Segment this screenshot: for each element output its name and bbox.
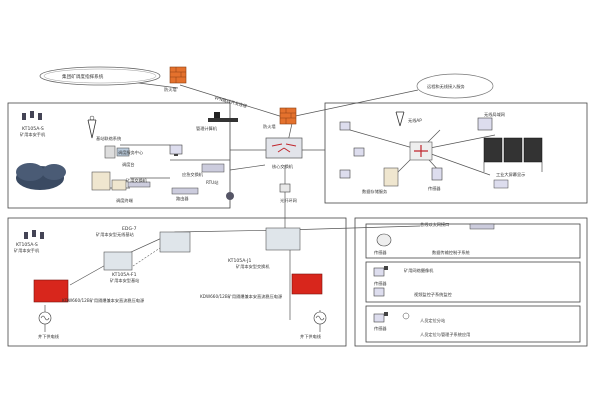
item4-sensor-icon [402,312,410,320]
remote-access-label: 远程和无线接入服务 [427,83,466,90]
item3-icon [373,287,385,297]
video-wall-icon [483,137,543,172]
lan-switch-icon [469,223,495,230]
kjd-mid-power-icon [291,273,323,295]
power-left-label: 井下供电线 [38,333,60,340]
item1-sub: 传感器 [374,249,387,256]
data-server-label: 传感器 [428,185,441,192]
kt105-bl-sub: 矿用本安手机 [14,247,40,254]
router-icon [171,187,199,195]
phone-icons-tl [22,111,42,120]
kt105-tl-label: KT105A-S [22,126,44,132]
wifi-ap-label: 无线AP [408,117,422,124]
kt105-s-label: KT105A-J1 [228,258,252,264]
firewall-top-icon [169,66,187,84]
terminal-icon [91,171,127,191]
server-rack-label: 数据存储服务 [362,188,388,195]
kt105-s-icon [265,227,301,251]
kjd-left-label: KDW660/12B矿用隔爆兼本安直流稳压电源 [62,297,145,304]
sensor-pc-icon [208,112,238,122]
dispatch-console-icon [169,144,183,156]
power-mid-icon [313,311,327,325]
upper-right-region [324,102,588,204]
wifi-ap-icon [395,111,405,127]
edge-switch-icon [127,181,151,188]
power-mid-label: 井下供电线 [300,333,322,340]
item5-label: 人员定位与管理子系统应用 [420,331,470,338]
item2-sub: 传感器 [374,280,387,287]
lr-box-1 [365,223,581,259]
rtu-main-label: RTU站 [206,179,218,186]
item4-sub: 传感器 [374,325,387,332]
edg-sub: 矿用本安型无线基站 [96,231,134,238]
router-label: 路由器 [176,195,189,202]
sensor-pc-right-icon [339,121,365,179]
wireless-ap-label: 无线局域网 [484,111,505,118]
remote-access-oval [416,73,494,99]
group-cloud [39,66,161,86]
base-station-label: 基站联络系统 [96,135,121,142]
emergency-switch-label: 应急交换机 [182,171,204,178]
lr-box-3 [365,305,581,343]
ring-net-icon [279,183,291,193]
cloud-label: 集团矿调度指挥系统 [62,73,104,80]
item1-icon [376,233,392,247]
laptop-right-icon [493,179,509,189]
firewall-mid-label: 防火墙 [263,123,276,130]
rtu-icon [226,192,234,200]
edge-switch-label: 矿用交换机 [126,177,148,184]
item4-label: 人员定位分站 [420,317,445,324]
emergency-switch-icon [201,163,225,173]
kt105-tl-sub: 矿用本安手机 [20,131,46,138]
phone-icons-bl [24,230,44,239]
terminal-label: 调度终端 [116,197,133,204]
data-server-icon [431,167,443,181]
item4-icon [373,312,388,323]
server-rack-icon [383,167,399,187]
dispatch-console-label: 调度台 [122,161,135,168]
item3-label: 视频监控子系统监控 [414,291,453,298]
sensor-pc-label: 管理计算机 [196,125,218,132]
core-switch-label: 核心交换机 [272,163,294,170]
center-router-icon [409,141,433,161]
kt105-s-sub: 矿用本安型交换机 [236,263,270,270]
kjd-mid-label: KDW660/12B矿用隔爆兼本安直流稳压电源 [200,293,283,300]
ring-net-label: 光纤环网 [280,197,297,204]
firewall-mid-icon [279,107,297,125]
kjd-left-power-icon [33,279,69,303]
item1-label: 数据传输控制子系统 [432,249,470,256]
firewall-top-label: 防火墙 [164,86,177,93]
lr-box-2 [365,261,581,303]
network-cloud-dark [16,163,66,190]
kt105-f1-icon [103,251,133,271]
edg-label: EDG-7 [122,226,137,232]
center-server-label: 调度服务中心 [118,149,144,156]
lan-label: 总线以太网接口 [420,221,449,228]
power-left-icon [38,311,52,325]
video-wall-label: 工业大屏幕显示 [496,171,525,178]
server-center-icon [104,145,130,159]
edg-device-icon [159,231,191,253]
kt105-f1-label: KT105A-F1 [112,272,137,278]
item2-label: 矿用网络摄像机 [404,267,434,274]
kt105-f1-sub: 矿用本安型基站 [110,277,139,284]
core-switch-icon [265,137,303,159]
item2-icon [373,266,388,277]
kt105-bl-label: KT105A-S [16,242,38,248]
tower-icon [87,115,97,139]
wireless-ap-icon [477,117,493,131]
